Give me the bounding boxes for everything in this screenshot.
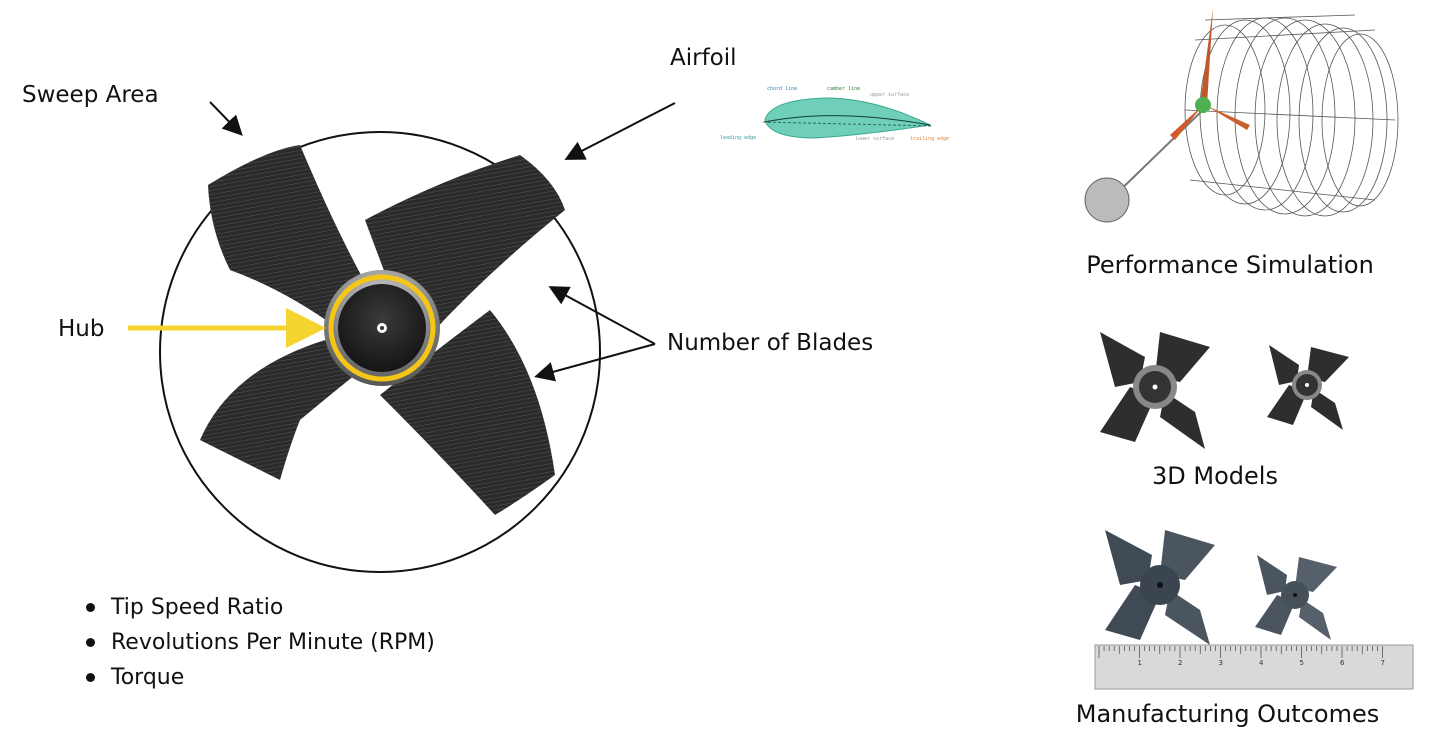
- blades-arrow-lower: [534, 343, 656, 382]
- ruler-inch-label: 7: [1381, 659, 1385, 667]
- ruler-inch-label: 4: [1259, 659, 1264, 667]
- bullet-icon: [86, 603, 95, 612]
- hub: [324, 270, 440, 386]
- airfoil-chord-line-label: chord line: [767, 86, 798, 92]
- sweep-area-arrow: [209, 101, 243, 136]
- blade-top-left: [208, 145, 375, 330]
- airfoil-upper-surface-label: upper surface: [870, 92, 910, 98]
- airfoil-lower-surface-label: lower surface: [855, 136, 895, 142]
- manufacturing-outcomes-caption: Manufacturing Outcomes: [1075, 700, 1380, 728]
- list-item: Torque: [86, 660, 435, 695]
- 3d-models-caption: 3D Models: [1152, 462, 1278, 490]
- bullet-icon: [86, 638, 95, 647]
- bullet-icon: [86, 673, 95, 682]
- performance-simulation-caption: Performance Simulation: [1086, 251, 1374, 279]
- 3d-models-image: [1100, 332, 1349, 449]
- blades-arrow-upper: [548, 286, 656, 345]
- airfoil-label: Airfoil: [670, 45, 737, 71]
- ruler-inch-label: 2: [1178, 659, 1182, 667]
- airfoil-leading-edge-label: leading edge: [720, 135, 757, 141]
- list-item: Revolutions Per Minute (RPM): [86, 625, 435, 660]
- sweep-area-label: Sweep Area: [22, 82, 159, 108]
- blade-bottom-left: [200, 340, 355, 480]
- airfoil-diagram: chord line camber line upper surface lea…: [715, 80, 955, 150]
- parameter-list: Tip Speed Ratio Revolutions Per Minute (…: [86, 590, 435, 695]
- number-of-blades-label: Number of Blades: [667, 330, 874, 356]
- rotor-diagram: [128, 101, 676, 573]
- list-item: Tip Speed Ratio: [86, 590, 435, 625]
- ruler: [1094, 644, 1414, 690]
- ruler-inch-label: 6: [1340, 659, 1345, 667]
- ruler-inch-label: 3: [1219, 659, 1223, 667]
- ruler-inch-label: 5: [1300, 659, 1304, 667]
- airfoil-arrow: [564, 102, 676, 160]
- airfoil-trailing-edge-label: trailing edge: [910, 136, 950, 142]
- ruler-inch-label: 1: [1138, 659, 1142, 667]
- airfoil-camber-line-label: camber line: [827, 86, 861, 92]
- performance-simulation-image: [1084, 8, 1399, 223]
- hub-label: Hub: [58, 316, 105, 342]
- sweep-area-circle: [159, 131, 601, 573]
- manufacturing-outcomes-photo: 1 2 3 4 5 6 7: [1085, 515, 1415, 695]
